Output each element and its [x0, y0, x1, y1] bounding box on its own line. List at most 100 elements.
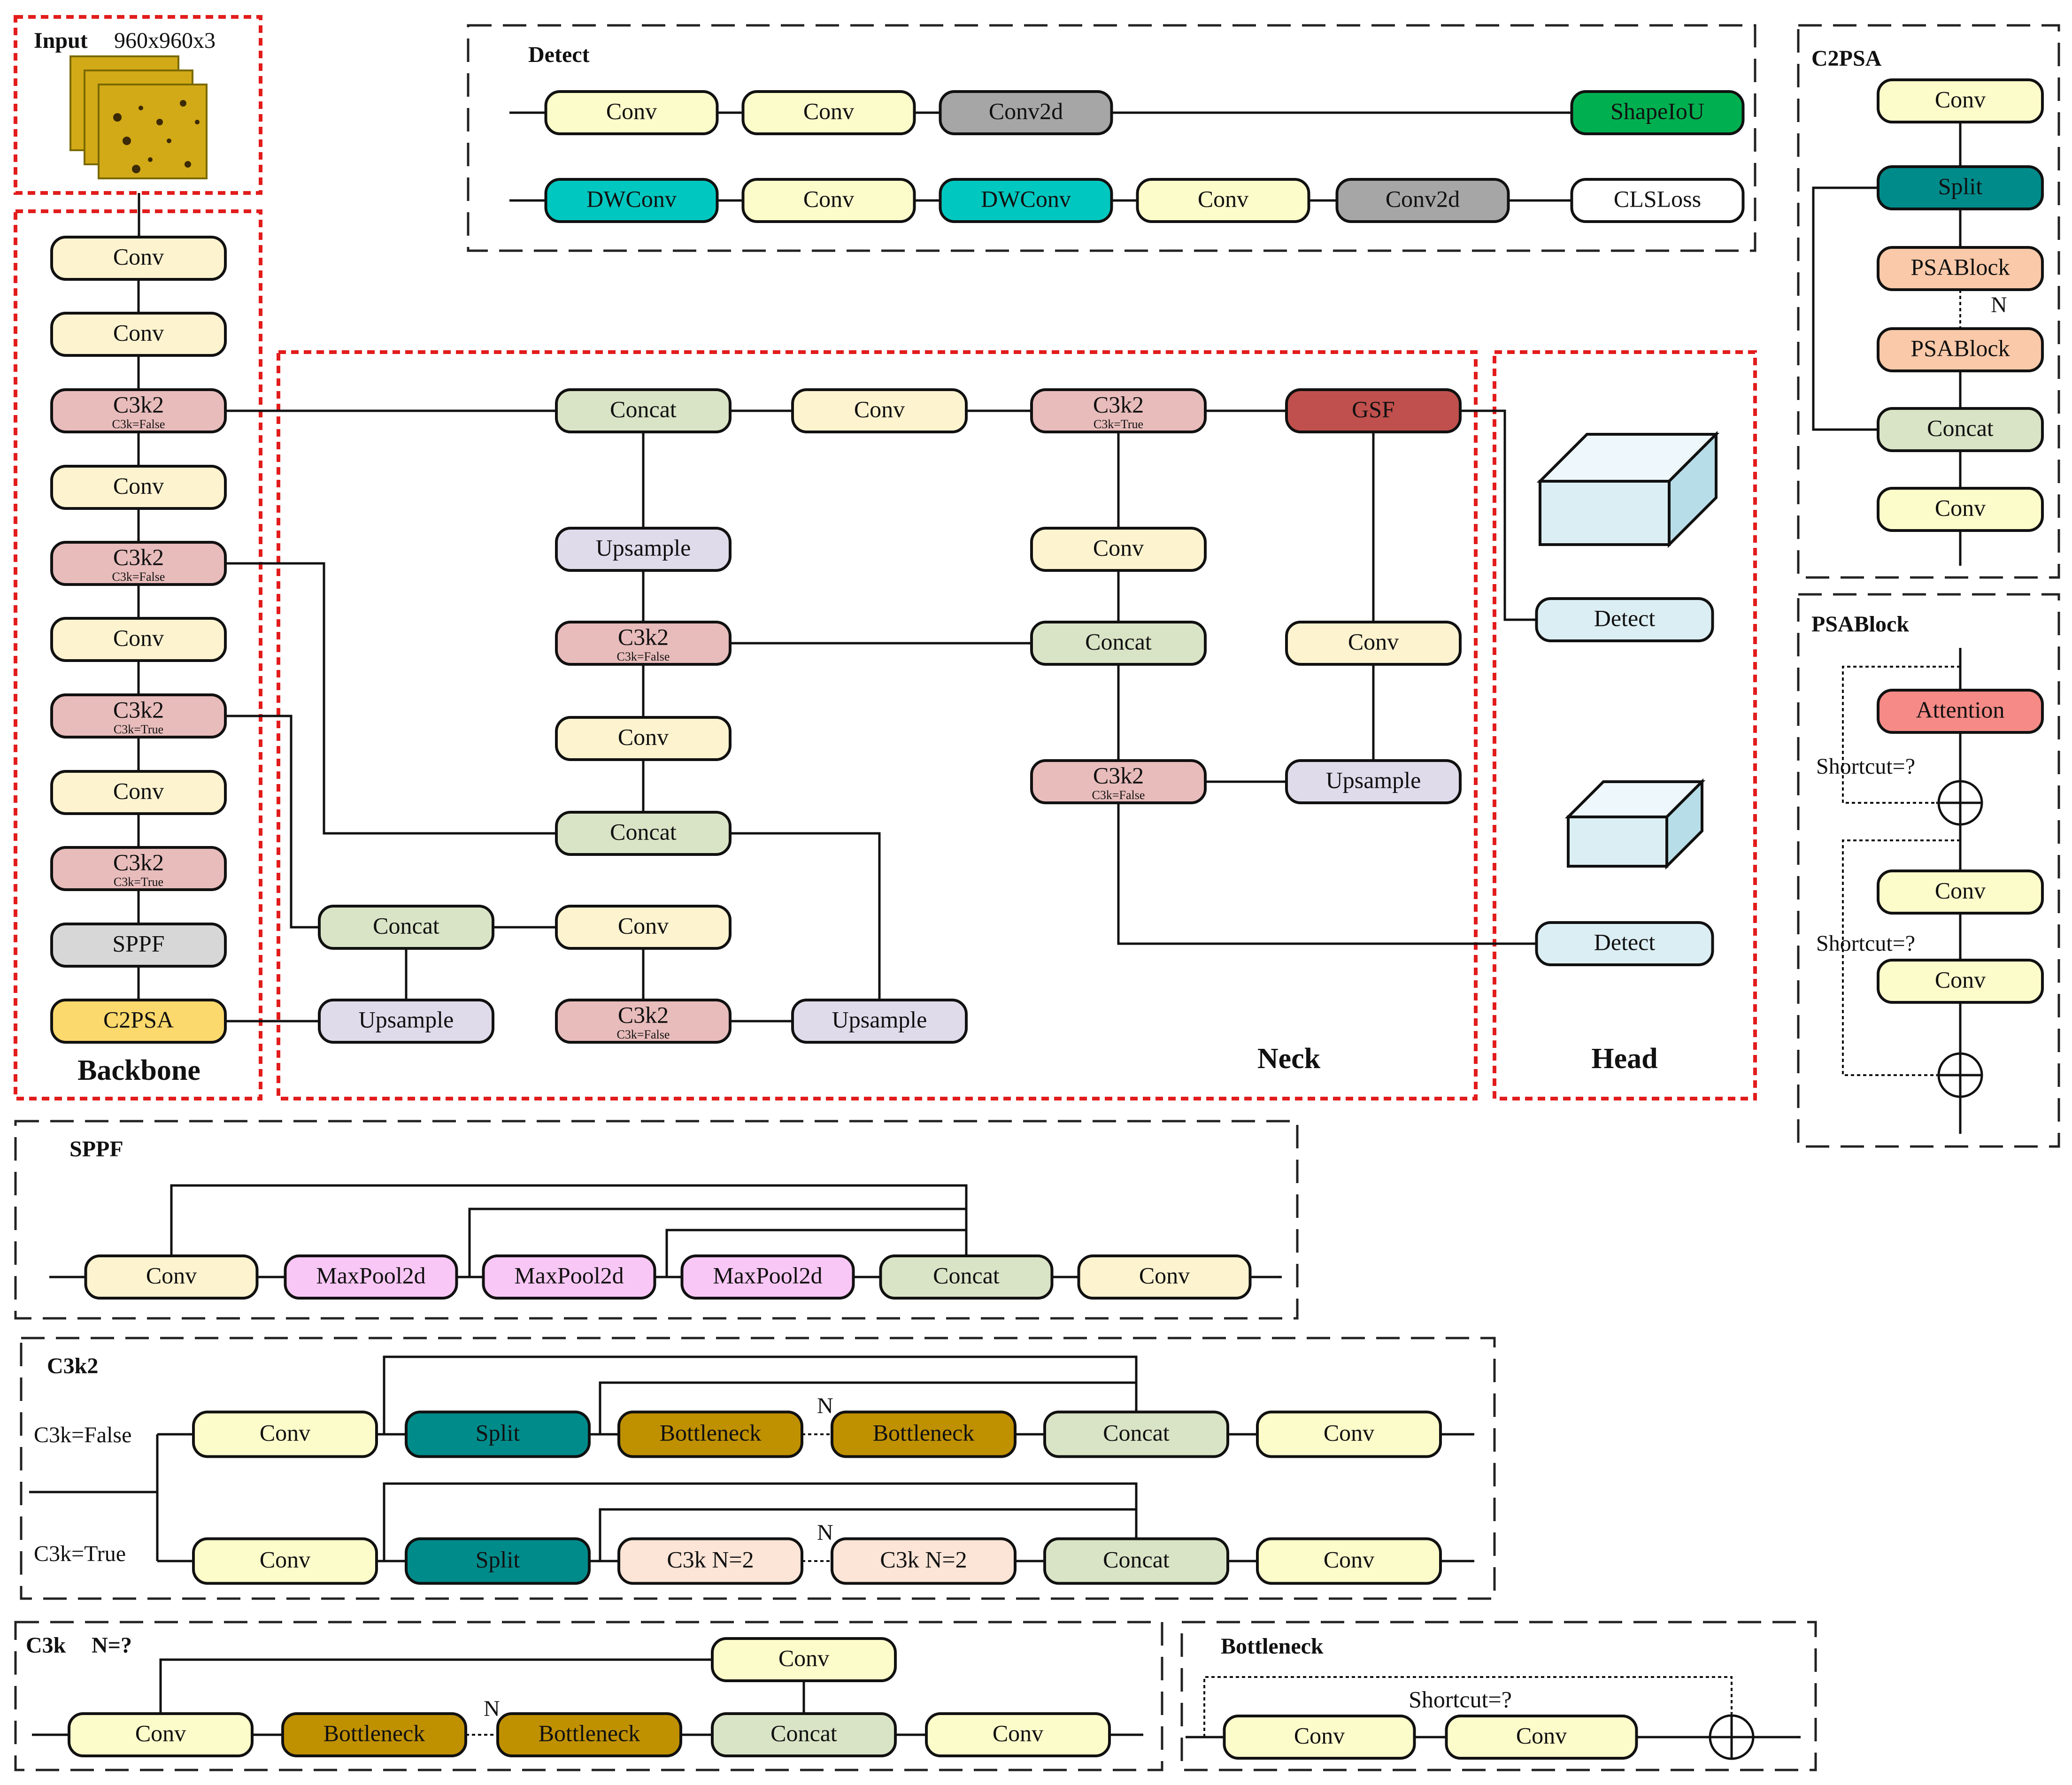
- neck-node-11-box: [555, 811, 732, 856]
- c3k-panel-conv-in-box: [68, 1712, 254, 1757]
- neck-node-17-label: C3k2: [618, 1001, 669, 1028]
- c2psa-panel-node-6: Conv: [1877, 487, 2044, 532]
- backbone-node-4-box: [50, 465, 227, 510]
- backbone-node-1-label: Conv: [113, 243, 164, 269]
- connector-arrow: [383, 1355, 1138, 1434]
- neck-node-16-label: Upsample: [359, 1006, 454, 1032]
- c3k2-panel-frame: [20, 1337, 1496, 1600]
- bottleneck-conv-1: Conv: [1223, 1715, 1416, 1760]
- detect-panel-node-8-box: [1136, 178, 1310, 223]
- c3k2-false-node-3-label: Bottleneck: [660, 1419, 762, 1446]
- connector-arrow: [170, 1184, 968, 1256]
- psablock-conv-2-label: Conv: [1935, 966, 1986, 993]
- backbone-node-1: Conv: [50, 236, 227, 281]
- neck-node-6-label: Conv: [1093, 534, 1144, 561]
- neck-node-1: Concat: [555, 388, 732, 433]
- backbone-node-8-label: Conv: [113, 777, 164, 804]
- detect-panel-node-3-box: [939, 90, 1113, 135]
- backbone-node-7-box: [50, 693, 227, 739]
- c3k2-false-node-6-box: [1256, 1410, 1442, 1458]
- psablock-attention-label: Attention: [1916, 696, 2005, 723]
- detect-panel-node-9-label: Conv2d: [1386, 185, 1460, 212]
- input-image-speck: [185, 161, 191, 168]
- c3k2-false-node-5-box: [1043, 1410, 1229, 1458]
- c2psa-panel-node-2: Split: [1877, 165, 2044, 210]
- backbone-node-10-box: [50, 923, 227, 968]
- c3k2-false-node-6-label: Conv: [1324, 1419, 1374, 1446]
- psablock-shortcut-2: Shortcut=?: [1816, 931, 1915, 956]
- psablock-conv-1-box: [1877, 869, 2044, 915]
- neck-node-16-box: [318, 999, 494, 1044]
- c3k2-false-node-2: Split: [405, 1410, 591, 1458]
- connector-arrow: [225, 715, 320, 929]
- c2psa-panel-title: C2PSA: [1811, 46, 1882, 71]
- neck-node-2: Conv: [791, 388, 968, 433]
- backbone-title: Backbone: [77, 1054, 200, 1086]
- psablock-add-2: [1937, 1052, 1983, 1098]
- c3k-panel-bottleneck-2-label: Bottleneck: [539, 1720, 640, 1746]
- input-size: 960x960x3: [114, 28, 216, 53]
- input-image-speck: [123, 137, 131, 145]
- input-frame: [14, 15, 262, 195]
- sppf-panel-node-4-label: MaxPool2d: [713, 1262, 822, 1288]
- bottleneck-panel-frame: [1180, 1621, 1817, 1771]
- neck-node-3-label: C3k2: [1093, 391, 1144, 417]
- neck-node-5-label: Upsample: [596, 534, 691, 561]
- c3k-panel-title: C3k: [26, 1633, 66, 1658]
- backbone-node-6-box: [50, 617, 227, 662]
- c3k-panel-bottleneck-2-box: [496, 1712, 682, 1757]
- neck-node-5: Upsample: [555, 527, 732, 572]
- psablock-conv-1-label: Conv: [1935, 877, 1986, 903]
- backbone-node-11-box: [50, 999, 227, 1044]
- c3k2-true-node-1-label: Conv: [260, 1546, 310, 1572]
- input-image-speck: [132, 165, 140, 173]
- detect-panel-node-6: Conv: [741, 178, 916, 223]
- neck-node-7-sublabel: C3k=False: [617, 650, 670, 663]
- backbone-frame: [14, 209, 262, 1100]
- c3k2-true-node-2-box: [405, 1537, 591, 1585]
- connector-arrow: [665, 1229, 966, 1277]
- detect-panel-node-10: CLSLoss: [1570, 178, 1745, 223]
- connector-arrow: [1117, 803, 1537, 945]
- backbone-node-2-box: [50, 312, 227, 357]
- neck-node-10-box: [1285, 621, 1462, 666]
- neck-node-1-label: Concat: [610, 396, 677, 422]
- connector-arrow: [730, 832, 881, 1000]
- neck-node-17-box: [555, 999, 732, 1044]
- backbone-node-7-sublabel: C3k=True: [114, 723, 163, 736]
- c2psa-panel-node-6-box: [1877, 487, 2044, 532]
- sppf-panel-frame: [14, 1120, 1299, 1320]
- neck-node-4-box: [1285, 388, 1462, 433]
- c3k2-false-label: C3k=False: [34, 1423, 131, 1447]
- input-image-speck: [148, 157, 153, 162]
- c3k2-false-node-3: Bottleneck: [617, 1410, 803, 1458]
- backbone-node-10: SPPF: [50, 923, 227, 968]
- neck-node-13-label: Upsample: [1326, 767, 1421, 793]
- connector-arrow: [1812, 186, 1879, 431]
- c3k-panel-concat-label: Concat: [770, 1720, 837, 1746]
- c3k2-false-node-4-box: [831, 1410, 1017, 1458]
- c3k2-false-node-5-label: Concat: [1103, 1419, 1170, 1446]
- neck-node-4-label: GSF: [1352, 396, 1395, 422]
- detect-panel-node-8-label: Conv: [1198, 185, 1248, 212]
- neck-node-14-box: [318, 905, 494, 950]
- c2psa-panel-node-5-box: [1877, 407, 2044, 452]
- neck-node-9-label: Conv: [618, 723, 669, 750]
- detect-panel-node-10-label: CLSLoss: [1614, 185, 1701, 212]
- c3k-panel-conv-branch-label: Conv: [778, 1645, 829, 1671]
- neck-node-14: Concat: [318, 905, 494, 950]
- c3k2-true-node-3-label: C3k N=2: [667, 1546, 754, 1572]
- neck-node-9-box: [555, 716, 732, 761]
- neck-node-2-label: Conv: [854, 396, 905, 422]
- c2psa-panel-node-1: Conv: [1877, 78, 2044, 123]
- c3k2-false-node-1-box: [192, 1410, 378, 1458]
- c2psa-panel-node-2-box: [1877, 165, 2044, 210]
- sppf-panel-node-6-box: [1077, 1254, 1252, 1300]
- c3k-panel-conv-out: Conv: [925, 1712, 1111, 1757]
- c3k2-false-node-3-box: [617, 1410, 803, 1458]
- neck-node-8-label: Concat: [1085, 628, 1152, 654]
- c3k2-true-node-2: Split: [405, 1537, 591, 1585]
